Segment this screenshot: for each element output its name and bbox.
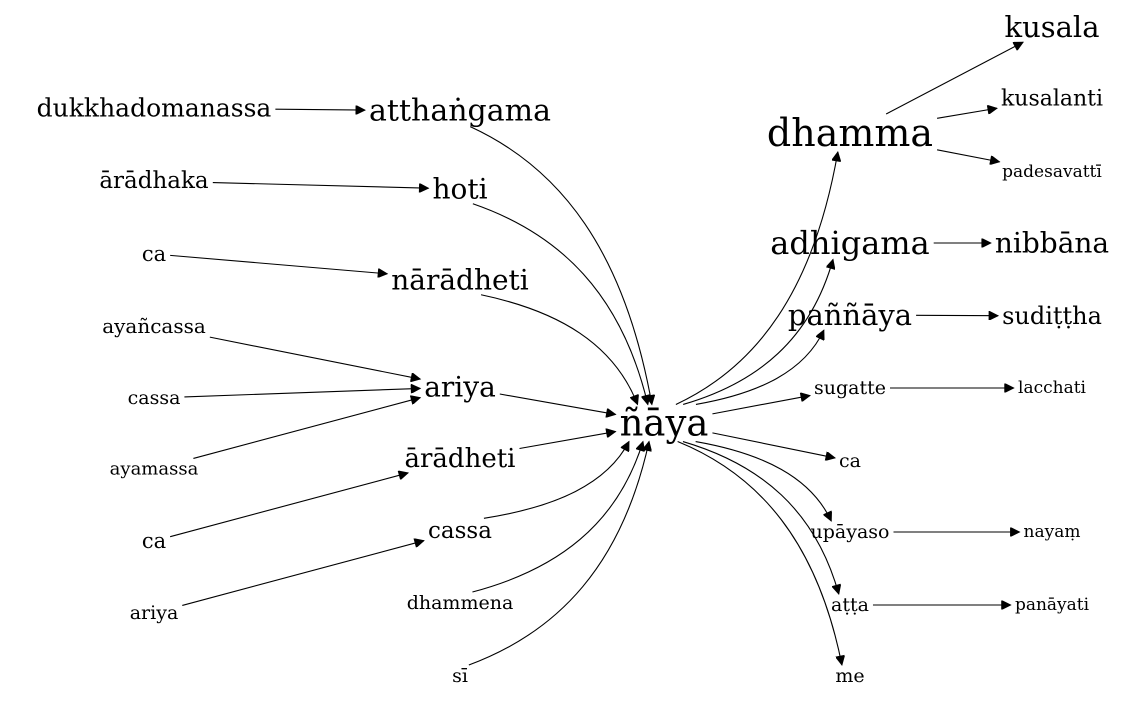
node-hoti: hoti [432,173,487,206]
edge-ariya-mid-to-naya [499,393,616,414]
node-suditttha: sudiṭṭha [1002,302,1102,330]
edge-naya-to-me [677,441,842,665]
edge-atthangama-to-naya [469,126,652,405]
node-panayati: panāyati [1015,595,1090,615]
edge-ayancassa-to-ariya-mid [209,336,420,379]
edge-naya-to-dhamma [675,152,838,405]
node-lacchati: lacchati [1018,378,1087,398]
nodes: dukkhadomanassa atthaṅgama ārādhaka hoti ca n… [37,10,1109,687]
node-dukkhadomanassa: dukkhadomanassa [37,94,272,123]
node-me: me [835,665,864,687]
edge-cassa-mid-to-naya [483,442,630,519]
edge-ariya-left-to-cassa-mid [182,541,424,606]
node-dhamma: dhamma [767,111,933,155]
edge-naya-to-atta [682,441,839,594]
node-ayamassa: ayamassa [110,459,199,480]
node-pannaya: paññāya [788,298,912,332]
edge-naya-to-pannaya [695,330,824,406]
node-dhammena: dhammena [407,592,514,614]
node-naradheti: nārādheti [391,264,529,297]
node-ca-right: ca [839,450,861,472]
edge-ayamassa-to-ariya-mid [193,398,420,459]
node-ariya-left: ariya [130,602,179,624]
node-padesavatti: padesavattī [1002,162,1102,182]
node-ca-left-bottom: ca [142,529,166,553]
node-si: sī [452,665,468,687]
edge-cassa-left-to-ariya-mid [184,388,420,398]
node-kusala: kusala [1005,10,1100,44]
node-aradhaka: ārādhaka [99,168,209,194]
edge-naya-to-adhigama [683,259,833,405]
node-nibbana: nibbāna [995,227,1109,260]
edge-si-to-naya [468,442,649,666]
node-upayaso: upāyaso [811,521,890,543]
edge-naya-to-ca-right [712,432,835,458]
edge-dhamma-to-kusala [885,41,1023,115]
edge-aradhaka-to-hoti [212,181,429,189]
edge-dukkhadomanassa-to-atthangama [275,109,365,110]
edges [169,41,1023,666]
node-sugatte: sugatte [814,377,886,399]
node-atta: aṭṭa [831,594,869,616]
node-ayancassa: ayañcassa [102,314,206,338]
node-ca-left-top: ca [142,242,166,266]
edge-naya-to-sugatte [712,396,810,415]
node-cassa-mid: cassa [428,518,492,544]
node-naya: ñāya [620,402,709,445]
node-ariya-mid: ariya [424,371,496,404]
node-kusalanti: kusalanti [1001,87,1103,112]
edge-dhammena-to-naya [472,442,643,593]
edge-naradheti-to-naya [480,294,637,405]
edge-dhamma-to-kusalanti [937,108,997,119]
edge-naya-to-upayaso [695,440,832,521]
edge-hoti-to-naya [472,203,648,405]
node-adhigama: adhigama [770,224,929,262]
edge-ca-left-bottom-to-aradheti [169,473,408,538]
node-aradheti: ārādheti [405,444,516,474]
edge-dhamma-to-padesavatti [936,149,999,162]
node-cassa-left: cassa [128,387,181,409]
edge-ca-left-top-to-naradheti [170,254,387,273]
edge-aradheti-to-naya [519,432,615,450]
node-nayam: nayaṃ [1024,522,1081,542]
node-atthangama: atthaṅgama [369,94,551,129]
